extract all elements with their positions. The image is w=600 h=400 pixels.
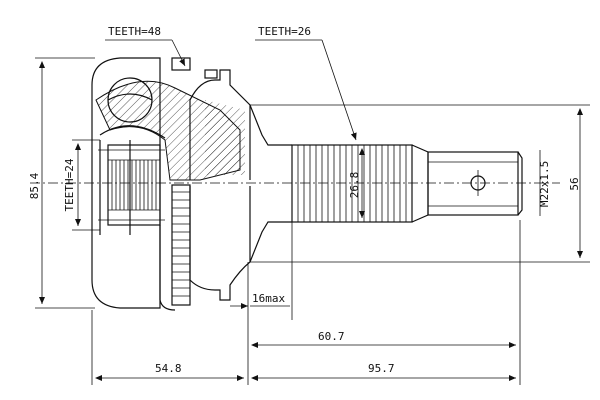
dim-overall-diameter: 85.4 [28,57,95,309]
label-bell-length: 54.8 [155,362,182,375]
label-thickness: 16max [252,292,285,305]
dim-total-length: 95.7 [251,362,516,381]
inner-spline-teeth [111,160,157,210]
outer-race-body [171,57,292,301]
abs-ring [171,184,191,306]
label-total-length: 95.7 [368,362,395,375]
label-stem-length: 60.7 [318,330,345,343]
dim-thread: M22x1.5 [538,150,551,216]
spline-shaft [291,144,429,223]
dim-inner-teeth: TEETH=24 [63,139,100,231]
outer-bell-housing [91,57,176,311]
label-thread: M22x1.5 [538,161,551,207]
dim-seal-diameter: 56 [250,104,590,263]
label-spline-teeth: TEETH=26 [258,25,311,38]
dim-outer-teeth: TEETH=48 [105,25,186,67]
threaded-stub [427,151,523,216]
label-spline-diameter: 26.8 [348,172,361,199]
label-outer-teeth: TEETH=48 [108,25,161,38]
dim-spline-teeth: TEETH=26 [255,25,357,141]
label-seal-diameter: 56 [568,177,581,190]
dim-spline-diameter: 26.8 [348,148,365,218]
dim-bell-length: 54.8 [95,362,244,381]
dim-stem-length: 60.7 [251,330,516,348]
label-inner-teeth: TEETH=24 [63,158,76,211]
label-overall-diameter: 85.4 [28,172,41,199]
dim-thickness: 16max [230,292,290,309]
